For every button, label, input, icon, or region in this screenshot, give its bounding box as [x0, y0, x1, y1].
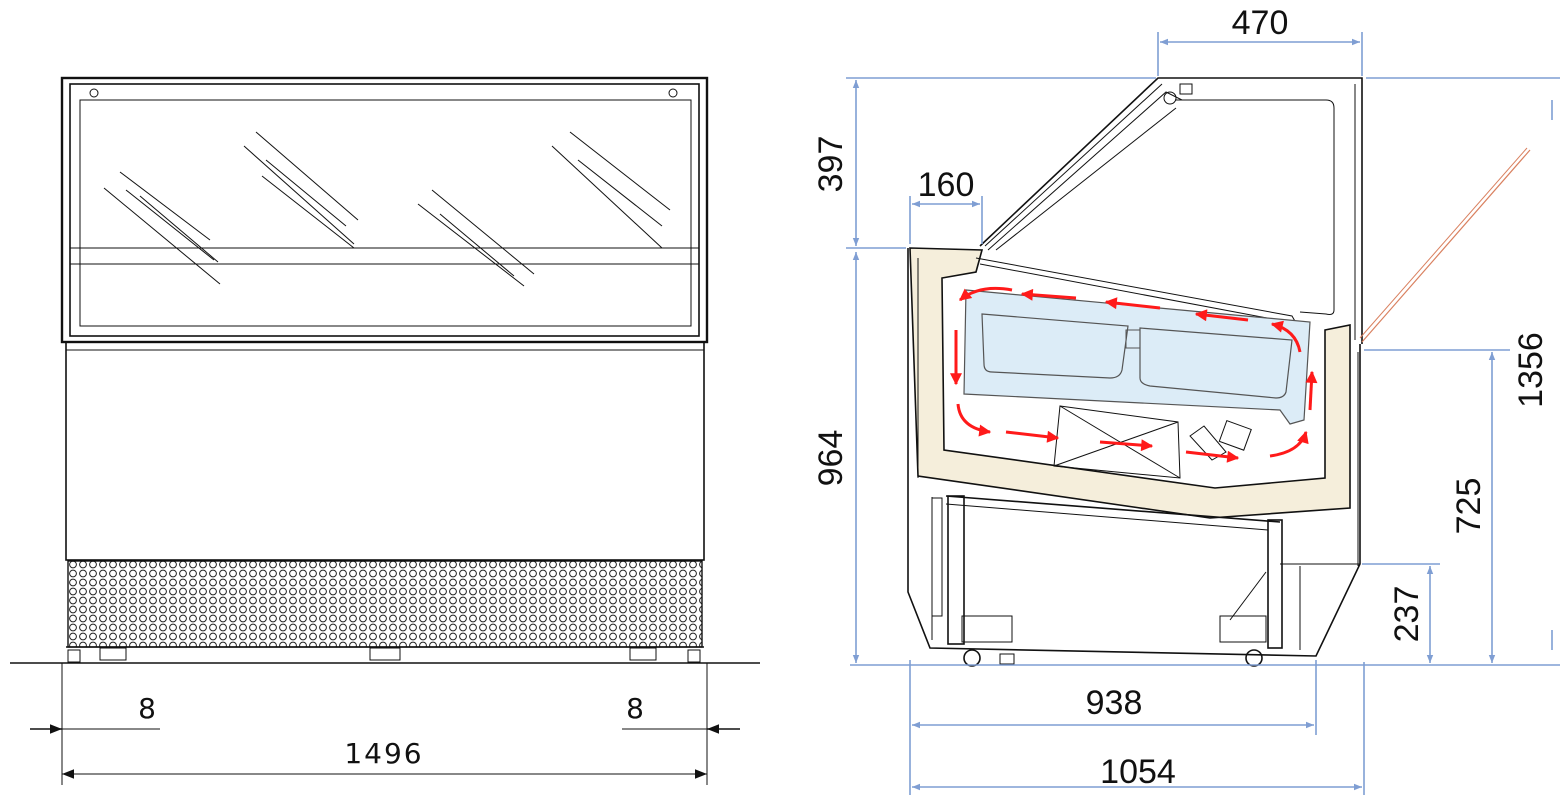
side-dim-canopy-depth: 470	[1232, 4, 1289, 42]
side-dim-rim-depth: 160	[918, 166, 975, 204]
side-body	[907, 248, 1361, 657]
front-dim-overall-width: 1496	[344, 737, 423, 770]
side-dim-body-height: 964	[812, 430, 850, 487]
front-feet	[67, 647, 701, 663]
side-dim-base-depth: 938	[1086, 684, 1143, 722]
wheel-front-icon	[963, 649, 981, 667]
hinge-icon	[1163, 91, 1177, 105]
front-canopy-frame	[60, 76, 709, 344]
side-dim-top-height: 397	[812, 136, 850, 193]
insulation-tub	[909, 247, 1351, 519]
evaporator	[1053, 405, 1252, 479]
side-dim-total-height: 1356	[1512, 332, 1550, 408]
screw-left-icon	[89, 88, 99, 98]
side-dim-counter-height: 725	[1450, 478, 1488, 535]
side-view: 470 397 160 964 1356 725 237 938	[812, 4, 1560, 795]
front-canopy-inner	[69, 83, 700, 337]
front-body	[65, 341, 705, 561]
front-dim-right-clearance: 8	[626, 692, 646, 725]
side-dim-plinth-height: 237	[1388, 586, 1426, 643]
front-view: 8 8 1496	[10, 76, 760, 785]
front-vent-grille	[67, 560, 703, 648]
open-lid-line	[1361, 149, 1531, 343]
side-dim-overall-depth: 1054	[1100, 753, 1176, 791]
screw-right-icon	[668, 88, 678, 98]
glass-reflections	[103, 131, 671, 287]
wheel-rear-icon	[1245, 649, 1263, 667]
front-glass-panel	[79, 99, 692, 327]
side-canopy	[979, 77, 1363, 344]
ice-cream-pans	[963, 289, 1311, 425]
front-dim-left-clearance: 8	[138, 692, 158, 725]
airflow-arrows	[950, 286, 1318, 463]
